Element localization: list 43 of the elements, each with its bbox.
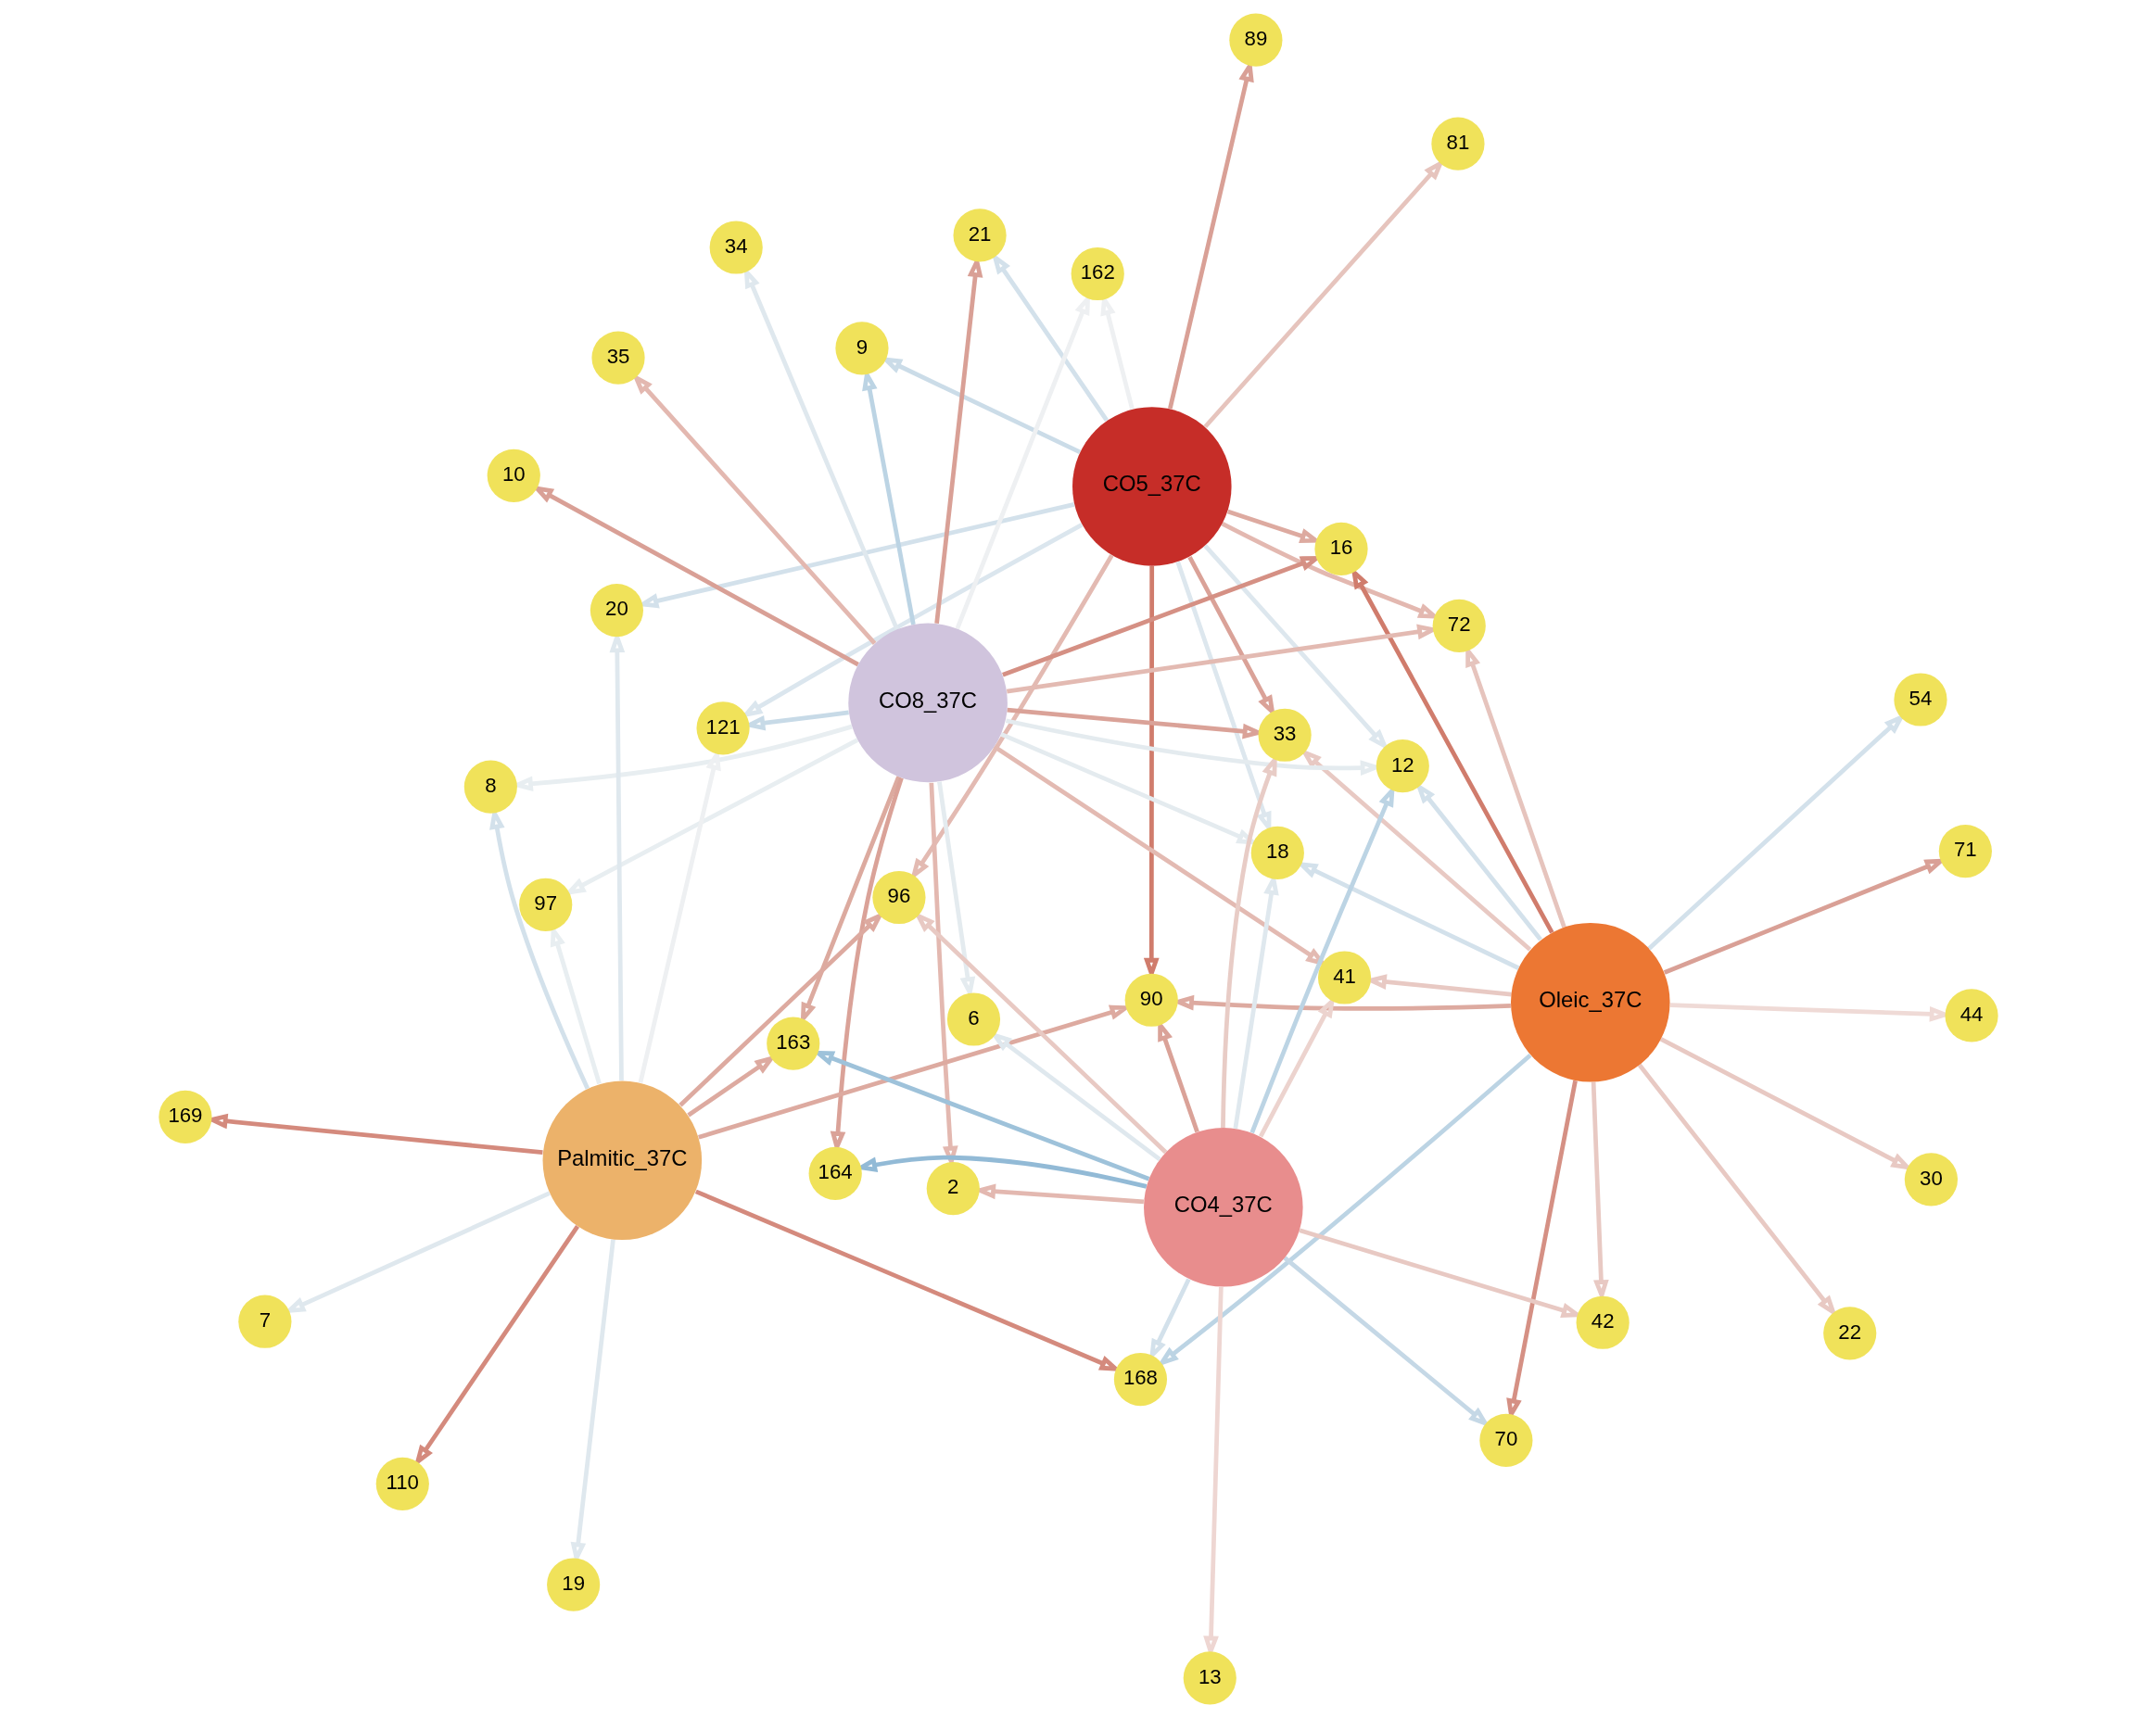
node-circle: 8 xyxy=(463,760,517,814)
node-circle: 34 xyxy=(709,221,763,274)
node-circle: 44 xyxy=(1944,989,1998,1042)
node-circle: 121 xyxy=(696,701,750,755)
node-circle: 164 xyxy=(808,1146,862,1200)
node-circle: 20 xyxy=(590,583,643,638)
node-circle: 110 xyxy=(375,1457,429,1510)
node-circle: 12 xyxy=(1376,739,1429,793)
node-circle: 70 xyxy=(1478,1413,1532,1467)
node-circle: 22 xyxy=(1822,1307,1876,1360)
node-circle: 54 xyxy=(1893,673,1947,726)
node-circle: 18 xyxy=(1250,826,1304,880)
node-circle: 97 xyxy=(518,878,572,931)
node-circle: 71 xyxy=(1938,825,1992,878)
node-circle: CO4_37C xyxy=(1143,1128,1303,1287)
node-circle: 168 xyxy=(1113,1352,1167,1407)
node-circle: 2 xyxy=(926,1162,980,1216)
node-circle: Palmitic_37C xyxy=(542,1080,702,1241)
node-circle: 33 xyxy=(1258,708,1312,762)
node-circle: 96 xyxy=(871,870,926,925)
node-circle: 90 xyxy=(1124,973,1178,1027)
node-circle: 6 xyxy=(946,992,1000,1046)
node-circle: 16 xyxy=(1313,522,1368,576)
node-circle: Oleic_37C xyxy=(1510,922,1670,1082)
node-circle: 21 xyxy=(953,208,1007,262)
node-circle: 13 xyxy=(1183,1651,1237,1705)
node-circle: 89 xyxy=(1228,13,1282,67)
node-circle: 10 xyxy=(487,448,540,502)
node-circle: 42 xyxy=(1576,1295,1630,1349)
node-circle: 19 xyxy=(546,1558,600,1611)
node-circle: 7 xyxy=(237,1295,291,1348)
node-circle: 35 xyxy=(590,331,645,385)
node-circle: 169 xyxy=(158,1090,212,1144)
node-circle: 81 xyxy=(1430,117,1485,171)
node-circle: CO5_37C xyxy=(1072,407,1232,566)
node-circle: 72 xyxy=(1432,599,1486,652)
node-circle: 9 xyxy=(834,322,889,375)
node-circle: 41 xyxy=(1317,951,1371,1004)
arrow xyxy=(1156,1053,1532,1368)
node-circle: CO8_37C xyxy=(847,623,1008,783)
node-circle: 162 xyxy=(1071,246,1124,301)
node-circle: 163 xyxy=(766,1017,819,1070)
node-circle: 30 xyxy=(1904,1153,1958,1206)
